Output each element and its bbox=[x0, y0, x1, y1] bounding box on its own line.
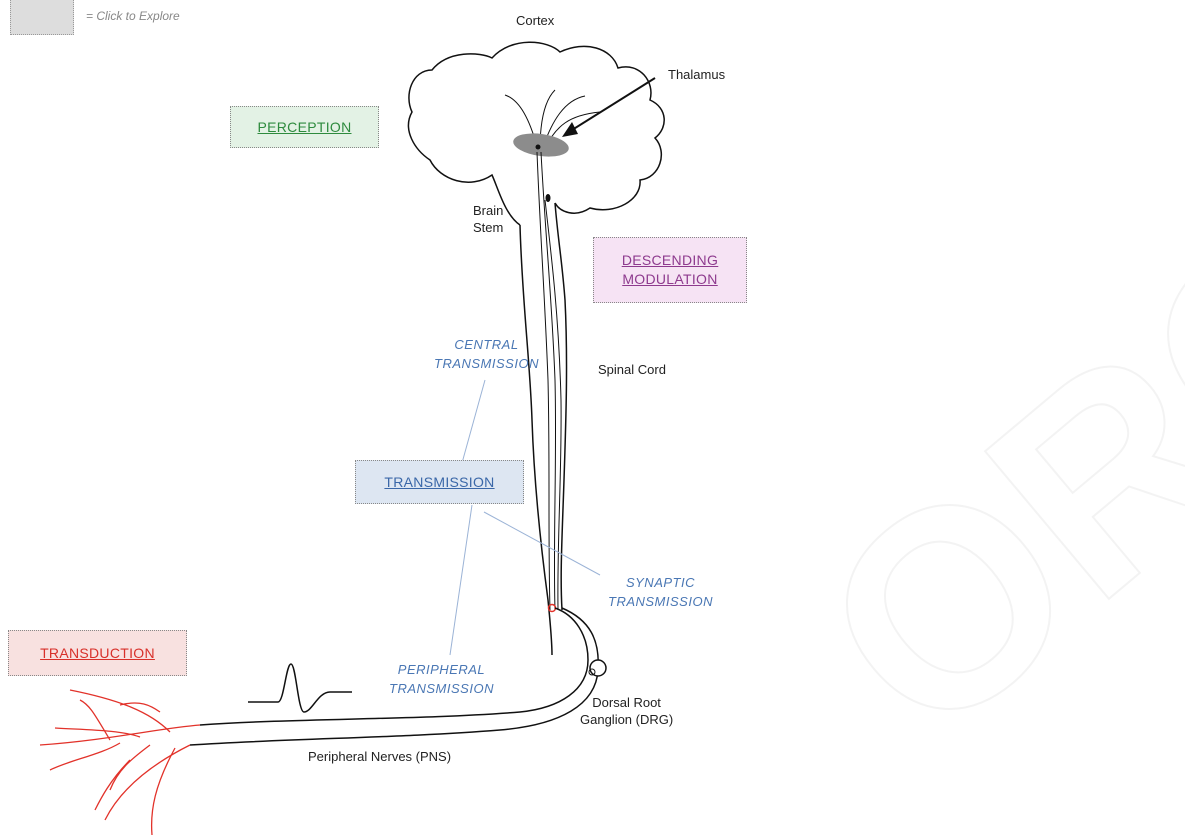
spinal-tract bbox=[540, 151, 557, 611]
central-transmission-label: CENTRAL TRANSMISSION bbox=[434, 335, 539, 373]
spinal-cord-left bbox=[519, 224, 553, 656]
brain-stem-line1: Brain bbox=[473, 203, 504, 218]
descending-modulation-button[interactable]: DESCENDING MODULATION bbox=[593, 237, 747, 303]
watermark: ORG bbox=[765, 147, 1185, 798]
perception-button[interactable]: PERCEPTION bbox=[230, 106, 379, 148]
legend-text: = Click to Explore bbox=[86, 9, 180, 23]
transmission-label: TRANSMISSION bbox=[384, 473, 495, 490]
synaptic-transmission-label: SYNAPTIC TRANSMISSION bbox=[608, 573, 713, 611]
synaptic-line1: SYNAPTIC bbox=[625, 575, 695, 590]
descending-line1: DESCENDING bbox=[621, 252, 719, 268]
drg-ganglion-inner bbox=[588, 668, 596, 676]
nerve-endings bbox=[39, 689, 201, 836]
legend-swatch bbox=[10, 0, 74, 35]
central-line2: TRANSMISSION bbox=[434, 356, 539, 371]
cortex-label: Cortex bbox=[516, 13, 555, 28]
peripheral-nerve-top bbox=[199, 607, 589, 726]
connector-central bbox=[461, 379, 486, 464]
thalamus-shape bbox=[513, 133, 569, 157]
peripheral-line2: TRANSMISSION bbox=[389, 681, 494, 696]
synaptic-line2: TRANSMISSION bbox=[608, 594, 713, 609]
peripheral-line1: PERIPHERAL bbox=[397, 662, 486, 677]
spinal-tract bbox=[536, 151, 551, 611]
brainstem-dot bbox=[545, 194, 551, 202]
thalamus-arrowhead bbox=[562, 122, 578, 137]
descending-line2: MODULATION bbox=[622, 271, 718, 287]
transmission-button[interactable]: TRANSMISSION bbox=[355, 460, 524, 504]
spinal-tract bbox=[544, 199, 562, 611]
peripheral-nerve-bottom bbox=[189, 607, 599, 746]
brain-stem-line2: Stem bbox=[473, 220, 504, 235]
perception-label: PERCEPTION bbox=[257, 118, 352, 135]
action-potential-icon bbox=[248, 663, 352, 713]
transduction-label: TRANSDUCTION bbox=[40, 644, 155, 661]
brain-stem-label: Brain Stem bbox=[473, 202, 503, 236]
thalamus-label: Thalamus bbox=[668, 67, 726, 82]
spinal-cord-label: Spinal Cord bbox=[598, 362, 666, 377]
drg-line1: Dorsal Root bbox=[592, 695, 661, 710]
connector-peripheral bbox=[449, 504, 473, 656]
connector-synaptic bbox=[483, 511, 601, 576]
drg-line2: Ganglion (DRG) bbox=[580, 712, 674, 727]
central-line1: CENTRAL bbox=[454, 337, 519, 352]
drg-label: Dorsal Root Ganglion (DRG) bbox=[580, 694, 673, 728]
descending-modulation-label: DESCENDING MODULATION bbox=[622, 251, 718, 289]
peripheral-transmission-label: PERIPHERAL TRANSMISSION bbox=[389, 660, 494, 698]
watermark-text: ORG bbox=[766, 148, 1185, 797]
peripheral-nerves-label: Peripheral Nerves (PNS) bbox=[308, 749, 452, 764]
cortex-outline bbox=[407, 41, 665, 226]
transduction-button[interactable]: TRANSDUCTION bbox=[8, 630, 187, 676]
thalamus-dot bbox=[535, 144, 541, 150]
drg-ganglion bbox=[589, 659, 607, 677]
thalamus-arrow bbox=[571, 77, 656, 131]
